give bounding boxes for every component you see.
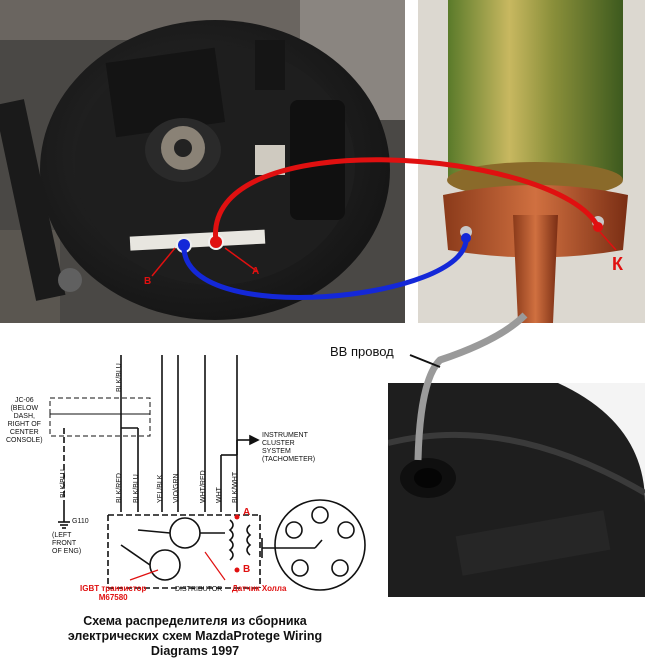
wire-label: WHT [216, 487, 223, 503]
wire-label: BLK/RED [116, 473, 123, 503]
label-hall: Датчик Холла [232, 584, 287, 593]
label-b-schem: В [243, 564, 251, 575]
wire-label: BLK/BLU [116, 363, 123, 392]
wire-label: WHT/RED [200, 470, 207, 503]
label-left-front: (LEFT FRONT OF ENG) [52, 532, 82, 555]
wiring-schematic [49, 355, 366, 591]
wire-label: BLK/BLU [133, 474, 140, 503]
label-b-photo: В [144, 276, 152, 287]
label-jc06: JC-06 (BELOW DASH, RIGHT OF CENTER CONSO… [6, 397, 43, 444]
label-hv-wire: ВВ провод [330, 344, 394, 359]
wire-label: VIO/GRN [173, 473, 180, 503]
wire-label: YEL/BLK [157, 474, 164, 503]
label-igbt: IGBT транзистор M67580 [80, 584, 147, 602]
wire-label: BLK/WHT [232, 471, 239, 503]
blue-wire [181, 237, 469, 300]
label-g110: G110 [72, 518, 89, 525]
ignition-coil-photo [418, 0, 645, 323]
wire-label: BLK/BLU [60, 469, 67, 498]
label-distributor: DISTRIBUTOR [175, 586, 223, 593]
distributor-cap-photo [388, 383, 645, 597]
hv-wire [414, 312, 528, 461]
label-k: К [612, 254, 623, 274]
red-wire [213, 157, 601, 243]
label-instrument-cluster: INSTRUMENT CLUSTER SYSTEM (TACHOMETER) [262, 432, 316, 463]
label-a-schem: А [243, 507, 251, 518]
label-a-photo: А [252, 266, 260, 277]
figure-caption: Схема распределителя из сборника электри… [67, 614, 323, 658]
